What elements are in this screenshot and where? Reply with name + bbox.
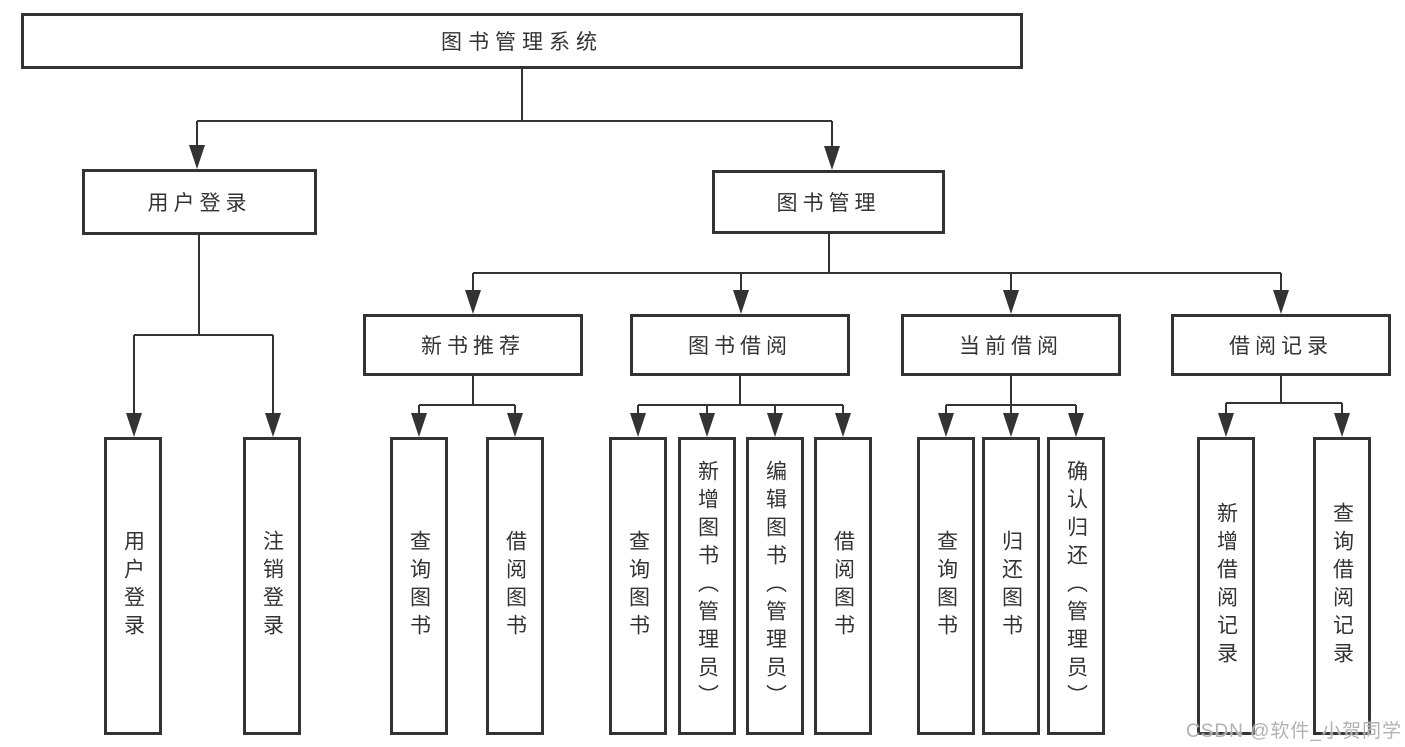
node-current-borrowing: 当前借阅 [901, 314, 1121, 376]
leaf-query-borrow-record: 查询借阅记录 [1313, 437, 1371, 735]
node-new-book-recommend: 新书推荐 [363, 314, 583, 376]
leaf-label: 查询图书 [626, 530, 650, 642]
leaf-add-borrow-record: 新增借阅记录 [1197, 437, 1255, 735]
leaf-label: 新增图书（管理员） [695, 460, 719, 712]
node-system-root: 图书管理系统 [21, 13, 1023, 69]
tree-edges [133, 69, 1343, 418]
csdn-watermark: CSDN @软件_小贺同学 [1186, 721, 1402, 742]
leaf-label: 借阅图书 [831, 530, 855, 642]
leaf-label: 新增借阅记录 [1214, 502, 1238, 670]
leaf-label: 借阅图书 [503, 530, 527, 642]
leaf-label: 编辑图书（管理员） [763, 460, 787, 712]
leaf-query-books-recommend: 查询图书 [390, 437, 448, 735]
leaf-add-books-admin: 新增图书（管理员） [678, 437, 736, 735]
leaf-confirm-return-admin: 确认归还（管理员） [1047, 437, 1105, 735]
node-borrow-records: 借阅记录 [1171, 314, 1391, 376]
leaf-label: 归还图书 [999, 530, 1023, 642]
leaf-query-books-current: 查询图书 [917, 437, 975, 735]
leaf-label: 注销登录 [260, 530, 284, 642]
leaf-label: 查询借阅记录 [1330, 502, 1354, 670]
leaf-label: 确认归还（管理员） [1064, 460, 1088, 712]
leaf-logout: 注销登录 [243, 437, 301, 735]
leaf-label: 查询图书 [407, 530, 431, 642]
leaf-borrow-books: 借阅图书 [814, 437, 872, 735]
leaf-return-books: 归还图书 [982, 437, 1040, 735]
node-user-login: 用户登录 [82, 169, 317, 235]
node-book-management: 图书管理 [712, 170, 945, 234]
leaf-borrow-books-recommend: 借阅图书 [486, 437, 544, 735]
leaf-label: 查询图书 [934, 530, 958, 642]
arrowhead-icons [126, 145, 1350, 437]
leaf-label: 用户登录 [121, 530, 145, 642]
leaf-user-login: 用户登录 [104, 437, 162, 735]
leaf-edit-books-admin: 编辑图书（管理员） [746, 437, 804, 735]
leaf-query-books-borrow: 查询图书 [609, 437, 667, 735]
node-book-borrowing: 图书借阅 [630, 314, 850, 376]
